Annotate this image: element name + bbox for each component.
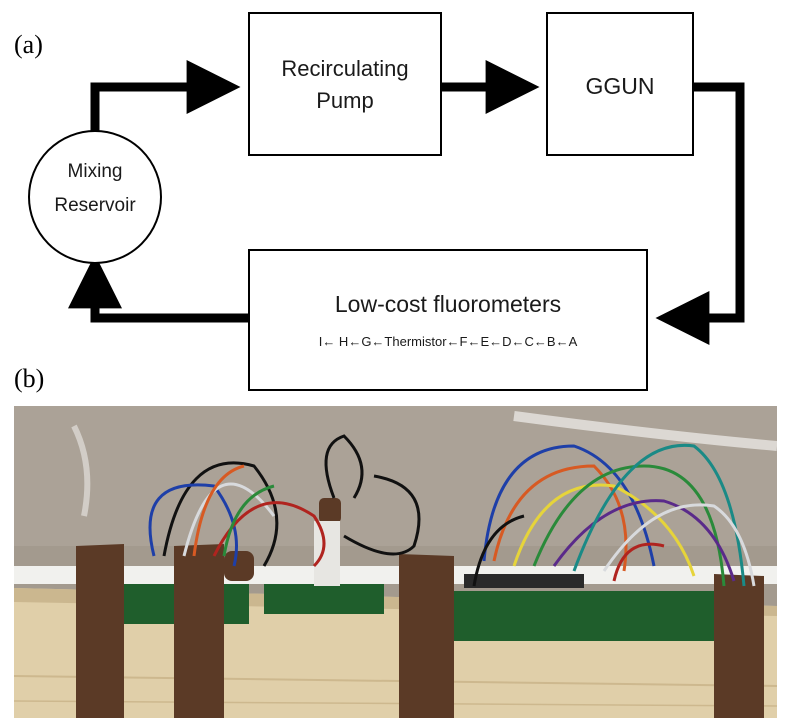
panel-a-label: (a) bbox=[14, 30, 43, 59]
mixing-reservoir-line1: Mixing bbox=[68, 161, 123, 182]
fluorometers-title: Low-cost fluorometers bbox=[335, 291, 561, 317]
jumper-wires bbox=[148, 434, 756, 587]
arrow-reservoir-to-pump bbox=[90, 60, 241, 137]
arrow-fluorometers-to-reservoir bbox=[68, 254, 249, 323]
fluorometer-array-photo bbox=[14, 406, 777, 718]
ggun-node: GGUN bbox=[546, 12, 694, 156]
flow-diagram: Mixing Reservoir Recirculating Pump GGUN… bbox=[28, 12, 745, 391]
pump-label-line2: Pump bbox=[316, 88, 373, 113]
recirculating-pump-node: Recirculating Pump bbox=[248, 12, 442, 156]
mixing-reservoir-node: Mixing Reservoir bbox=[28, 130, 162, 264]
pump-label-line1: Recirculating bbox=[281, 56, 408, 81]
arrow-ggun-to-fluorometers bbox=[655, 82, 745, 345]
fluorometers-node: Low-cost fluorometers I← H←G←Thermistor←… bbox=[248, 249, 648, 391]
thermistor bbox=[314, 521, 340, 586]
mixing-reservoir-line2: Reservoir bbox=[54, 195, 136, 216]
ggun-label: GGUN bbox=[586, 73, 655, 99]
fluorometers-sequence: I← H←G←Thermistor←F←E←D←C←B←A bbox=[319, 334, 578, 349]
sample-tube bbox=[14, 566, 777, 584]
panel-b-label: (b) bbox=[14, 364, 45, 393]
tape-clamps bbox=[76, 498, 764, 718]
